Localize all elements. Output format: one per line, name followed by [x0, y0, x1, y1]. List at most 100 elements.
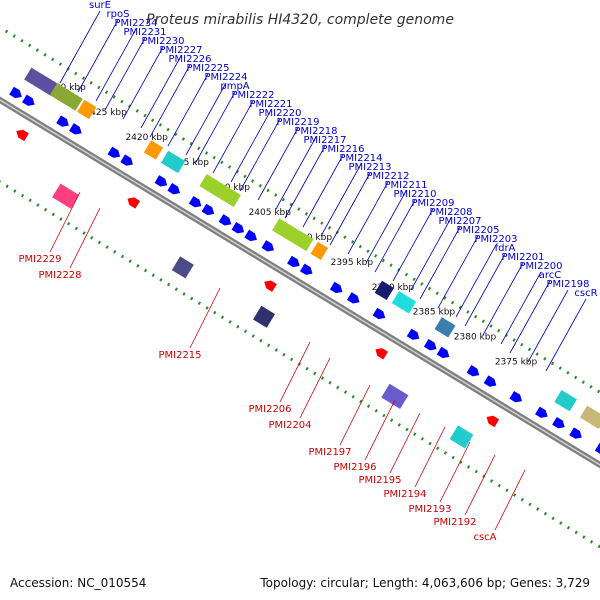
feature-block-outer	[434, 317, 456, 338]
reverse-gene-label: PMI2194	[383, 489, 426, 500]
forward-gene-label: PMI2209	[411, 198, 454, 209]
reverse-gene-leader	[439, 441, 471, 503]
forward-gene-leader	[140, 55, 182, 129]
forward-gene-label: cscR	[574, 288, 597, 299]
forward-gene-arrow	[231, 221, 245, 234]
feature-block-outer	[143, 140, 164, 160]
forward-gene-arrow	[9, 86, 22, 99]
genome-backbone	[0, 96, 600, 469]
forward-gene-arrow	[423, 338, 437, 351]
forward-gene-label: PMI2227	[159, 45, 202, 56]
reverse-gene-label: PMI2215	[158, 350, 201, 361]
reverse-gene-arrow	[486, 415, 500, 428]
forward-gene-label: fdrA	[495, 243, 516, 254]
forward-gene-arrow	[244, 229, 257, 242]
forward-gene-leader	[257, 127, 299, 201]
forward-gene-leader	[275, 136, 317, 210]
scale-label: 2415 kbp	[167, 158, 210, 168]
forward-gene-label: PMI2230	[141, 36, 184, 47]
forward-gene-arrow	[261, 240, 275, 252]
forward-gene-arrow	[120, 154, 133, 166]
forward-gene-label: PMI2213	[348, 162, 391, 173]
scale-label: 2375 kbp	[495, 358, 538, 368]
reverse-gene-leader	[464, 454, 496, 516]
forward-gene-leader	[149, 64, 191, 138]
forward-gene-arrow	[466, 364, 480, 377]
reverse-gene-leader	[189, 287, 221, 349]
feature-block-inner	[253, 305, 276, 328]
forward-gene-arrow	[483, 375, 497, 387]
forward-gene-label: surE	[89, 0, 111, 11]
forward-gene-arrow	[299, 263, 313, 275]
feature-block-inner	[52, 183, 80, 209]
forward-gene-arrow	[69, 123, 82, 135]
forward-gene-arrow	[201, 203, 215, 216]
forward-gene-label: PMI2208	[429, 207, 472, 218]
forward-gene-label: PMI2210	[393, 189, 436, 200]
forward-gene-leader	[185, 82, 227, 156]
forward-gene-label: pmpA	[220, 81, 249, 92]
forward-gene-label: PMI2216	[321, 144, 364, 155]
feature-block-outer	[579, 405, 600, 429]
reverse-gene-label: PMI2229	[18, 254, 61, 265]
forward-gene-leader	[122, 46, 164, 120]
reverse-gene-leader	[69, 207, 101, 269]
reverse-gene-label: PMI2206	[248, 404, 291, 415]
forward-gene-label: arcC	[539, 270, 562, 281]
reverse-gene-leader	[299, 357, 331, 419]
accession-text: Accession: NC_010554	[10, 576, 147, 590]
forward-gene-label: PMI2231	[123, 27, 166, 38]
reverse-gene-label: cscA	[473, 532, 496, 543]
feature-block-outer	[77, 99, 97, 120]
feature-block-outer	[24, 67, 59, 97]
genome-stats-text: Topology: circular; Length: 4,063,606 bp…	[260, 576, 590, 590]
forward-gene-arrow	[329, 281, 343, 294]
reverse-gene-leader	[414, 426, 446, 488]
reverse-gene-leader	[49, 191, 81, 253]
reverse-gene-leader	[364, 399, 396, 461]
scale-label: 2425 kbp	[84, 108, 127, 118]
forward-gene-label: PMI2219	[276, 117, 319, 128]
scale-label: 2385 kbp	[413, 308, 456, 318]
forward-gene-leader	[437, 235, 479, 309]
reverse-gene-label: PMI2204	[268, 420, 311, 431]
forward-gene-arrow	[188, 195, 202, 208]
forward-gene-leader	[320, 163, 362, 237]
forward-gene-leader	[527, 289, 569, 363]
forward-gene-leader	[59, 10, 101, 84]
tick-ring-outer	[0, 25, 600, 395]
forward-gene-arrow	[594, 442, 600, 454]
forward-gene-arrow	[22, 94, 35, 106]
forward-gene-leader	[347, 181, 389, 255]
forward-gene-label: PMI2205	[456, 225, 499, 236]
forward-gene-leader	[410, 217, 452, 291]
forward-gene-leader	[230, 109, 272, 183]
reverse-gene-label: PMI2193	[408, 504, 451, 515]
scale-label: 2420 kbp	[125, 133, 168, 143]
forward-gene-leader	[374, 199, 416, 273]
reverse-gene-leader	[279, 341, 311, 403]
forward-gene-leader	[104, 37, 146, 111]
reverse-gene-arrow	[16, 129, 29, 142]
forward-gene-label: PMI2224	[204, 72, 247, 83]
forward-gene-leader	[212, 100, 254, 174]
forward-gene-label: PMI2217	[303, 135, 346, 146]
scale-label: 2380 kbp	[454, 333, 497, 343]
feature-block-outer	[554, 389, 577, 412]
forward-gene-leader	[365, 190, 407, 264]
forward-gene-label: PMI2214	[339, 153, 382, 164]
reverse-gene-leader	[339, 384, 371, 446]
forward-gene-label: PMI2207	[438, 216, 481, 227]
feature-block-inner	[171, 256, 194, 279]
forward-gene-leader	[95, 28, 137, 102]
forward-gene-leader	[545, 298, 587, 372]
forward-gene-leader	[239, 118, 281, 192]
scale-label: 2405 kbp	[249, 208, 292, 218]
reverse-gene-label: PMI2228	[38, 270, 81, 281]
forward-gene-arrow	[372, 307, 386, 320]
forward-gene-arrow	[552, 416, 565, 429]
reverse-gene-leader	[389, 412, 421, 474]
